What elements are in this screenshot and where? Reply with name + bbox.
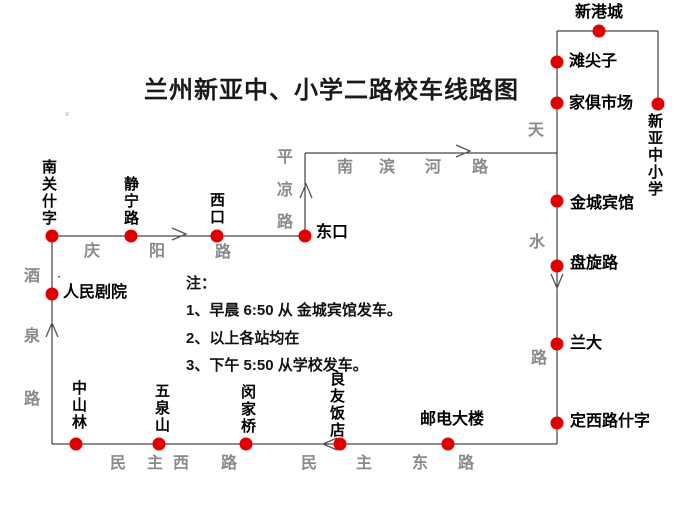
road-label-char: 南 — [336, 159, 354, 176]
station-label: 中山林 — [70, 380, 87, 431]
road-label-char: 路 — [530, 350, 548, 367]
scan-artifact: × — [64, 109, 70, 119]
station-label: 人民剧院 — [63, 284, 128, 301]
station-dot — [333, 437, 347, 451]
station-label: 南关什字 — [40, 159, 57, 227]
road-label-char: 酒 — [23, 268, 41, 285]
scan-artifact: · — [56, 268, 62, 285]
station-label: 家俱市场 — [569, 95, 634, 112]
road-label-char: 河 — [424, 159, 442, 176]
road-label-char: 天 — [527, 122, 545, 139]
station-dot — [550, 194, 564, 208]
road-label-char: 庆 — [83, 243, 101, 260]
station-dot — [124, 229, 138, 243]
direction-arrow-up — [45, 321, 59, 338]
road-label-char: 凉 — [276, 182, 294, 199]
road-label-char: 路 — [276, 214, 294, 231]
direction-arrow-left — [321, 437, 338, 451]
station-label: 闵家桥 — [239, 384, 256, 435]
road-label-char: 东 — [411, 455, 429, 472]
map-title: 兰州新亚中、小学二路校车线路图 — [144, 77, 519, 104]
station-dot — [550, 259, 564, 273]
station-label: 滩尖子 — [569, 53, 618, 70]
station-dot — [239, 437, 253, 451]
station-dot — [550, 416, 564, 430]
station-label: 静宁路 — [122, 176, 139, 227]
direction-arrow-right — [171, 227, 188, 241]
station-label: 新港城 — [574, 4, 624, 21]
station-dot — [210, 229, 224, 243]
station-dot — [550, 96, 564, 110]
station-dot — [69, 437, 83, 451]
station-dot — [550, 337, 564, 351]
road-label-char: 民 — [300, 455, 318, 472]
station-dot — [45, 287, 59, 301]
station-label: 盘旋路 — [570, 255, 619, 272]
road-label-char: 主 — [355, 455, 373, 472]
station-label: 良友饭店 — [328, 371, 345, 439]
road-label-char: 泉 — [23, 328, 41, 345]
road-label-char: 路 — [23, 391, 41, 408]
road-label-char: 水 — [528, 234, 546, 251]
station-dot — [592, 24, 606, 38]
station-dot — [441, 437, 455, 451]
direction-arrow-right — [455, 144, 472, 158]
road-label-char: 民 — [109, 455, 127, 472]
station-dot — [651, 97, 665, 111]
station-label: 五泉山 — [153, 383, 170, 434]
road-label-char: 路 — [457, 455, 475, 472]
station-dot — [550, 55, 564, 69]
station-dot — [298, 229, 312, 243]
station-label: 邮电大楼 — [419, 411, 485, 428]
station-label: 兰大 — [570, 335, 603, 352]
station-label: 金城宾馆 — [570, 195, 635, 212]
road-label-char: 路 — [220, 455, 238, 472]
road-label-char: 路 — [471, 159, 489, 176]
road-label-char: 平 — [276, 149, 294, 166]
direction-arrow-down — [550, 273, 564, 290]
station-dot — [45, 229, 59, 243]
road-label-char: 滨 — [378, 159, 396, 176]
direction-arrow-up — [299, 182, 313, 199]
station-label: 东口 — [316, 224, 349, 241]
road-label-char: 西 — [172, 455, 190, 472]
station-dot — [152, 437, 166, 451]
station-label: 新亚中小学 — [646, 113, 663, 198]
station-label: 定西路什字 — [570, 413, 651, 430]
road-label-char: 阳 — [148, 243, 166, 260]
road-label-char: 主 — [146, 455, 164, 472]
road-label-char: 路 — [214, 244, 232, 261]
station-label: 西口 — [208, 192, 225, 226]
